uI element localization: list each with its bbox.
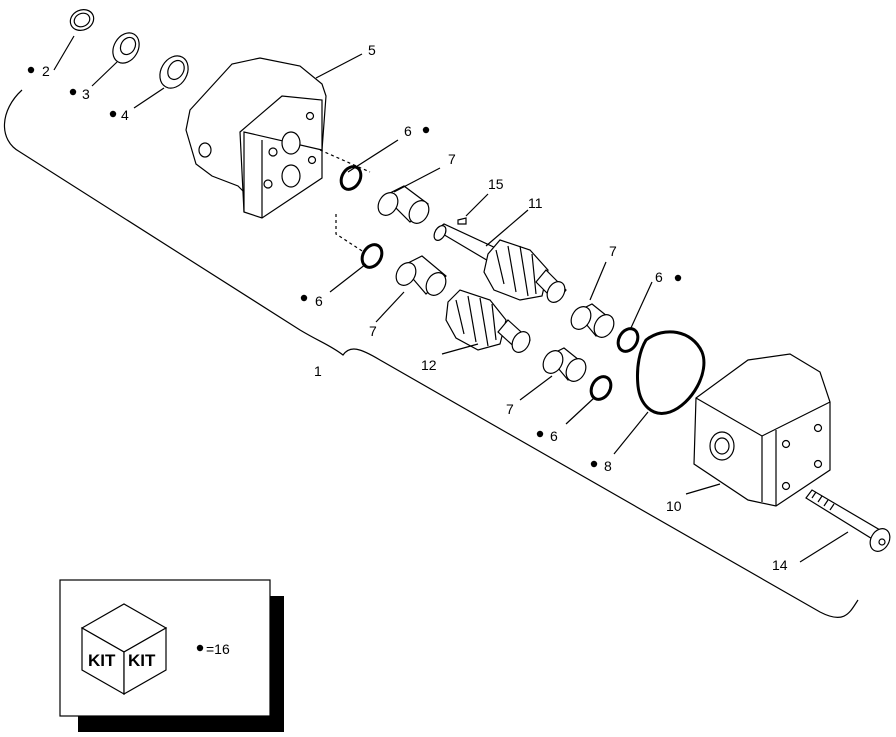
o-ring (360, 243, 384, 269)
callout-4: 4 (121, 107, 129, 123)
bushing (542, 347, 587, 382)
retaining-ring (69, 9, 95, 31)
bushing (570, 303, 615, 338)
callout-6: 6 (655, 269, 663, 285)
leader-lines (53, 35, 849, 563)
callout-7: 7 (448, 151, 456, 167)
front-cover (185, 57, 327, 219)
callout-7: 7 (506, 401, 514, 417)
rear-body (693, 353, 831, 507)
cap-screw (805, 489, 891, 552)
gasket (636, 330, 706, 415)
callout-2: 2 (42, 63, 50, 79)
callout-15: 15 (488, 176, 504, 192)
bushing (395, 255, 447, 296)
driven-gear (445, 289, 531, 353)
woodruff-key (457, 217, 467, 225)
callouts: 2 3 4 5 6 7 15 11 7 6 6 7 12 1 7 6 8 10 … (27, 42, 788, 573)
shaft-seal (159, 55, 189, 89)
callout-8: 8 (604, 458, 612, 474)
callout-6: 6 (404, 123, 412, 139)
callout-6: 6 (315, 293, 323, 309)
drive-gear-shaft (433, 223, 567, 303)
callout-14: 14 (772, 557, 788, 573)
kit-cube-icon: KIT KIT (80, 603, 168, 696)
o-ring (589, 375, 613, 401)
callout-12: 12 (421, 357, 437, 373)
o-ring (616, 327, 640, 353)
shaft-seal (112, 32, 140, 64)
callout-5: 5 (368, 42, 376, 58)
callout-11: 11 (528, 195, 543, 211)
assembly-bracket (3, 89, 859, 618)
kit-legend: KIT KIT =16 (59, 579, 284, 732)
callout-1: 1 (314, 363, 322, 379)
kit-label-right: KIT (128, 651, 156, 670)
legend-equals-16: =16 (206, 641, 230, 657)
callout-7: 7 (609, 243, 617, 259)
kit-label-left: KIT (88, 651, 116, 670)
callout-6: 6 (550, 428, 558, 444)
callout-7: 7 (369, 323, 377, 339)
o-ring (339, 165, 363, 191)
callout-3: 3 (82, 86, 90, 102)
bushing (377, 185, 430, 224)
callout-10: 10 (666, 498, 682, 514)
